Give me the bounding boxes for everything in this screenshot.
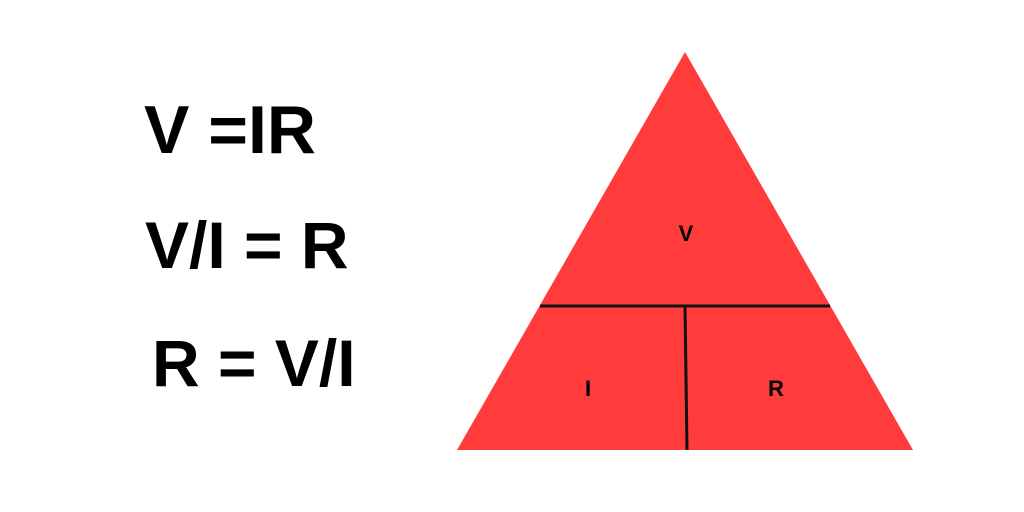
equation-r-equals-v-over-i: R = V/I: [152, 326, 356, 400]
equation-v-over-i-equals-r: V/I = R: [145, 208, 349, 282]
triangle-shape: [457, 52, 913, 450]
triangle-label-r: R: [768, 376, 784, 401]
equation-v-equals-ir: V =IR: [144, 92, 316, 168]
triangle-label-v: V: [679, 221, 694, 246]
triangle-vertical-divider: [683, 305, 689, 451]
triangle-label-i: I: [585, 376, 591, 401]
